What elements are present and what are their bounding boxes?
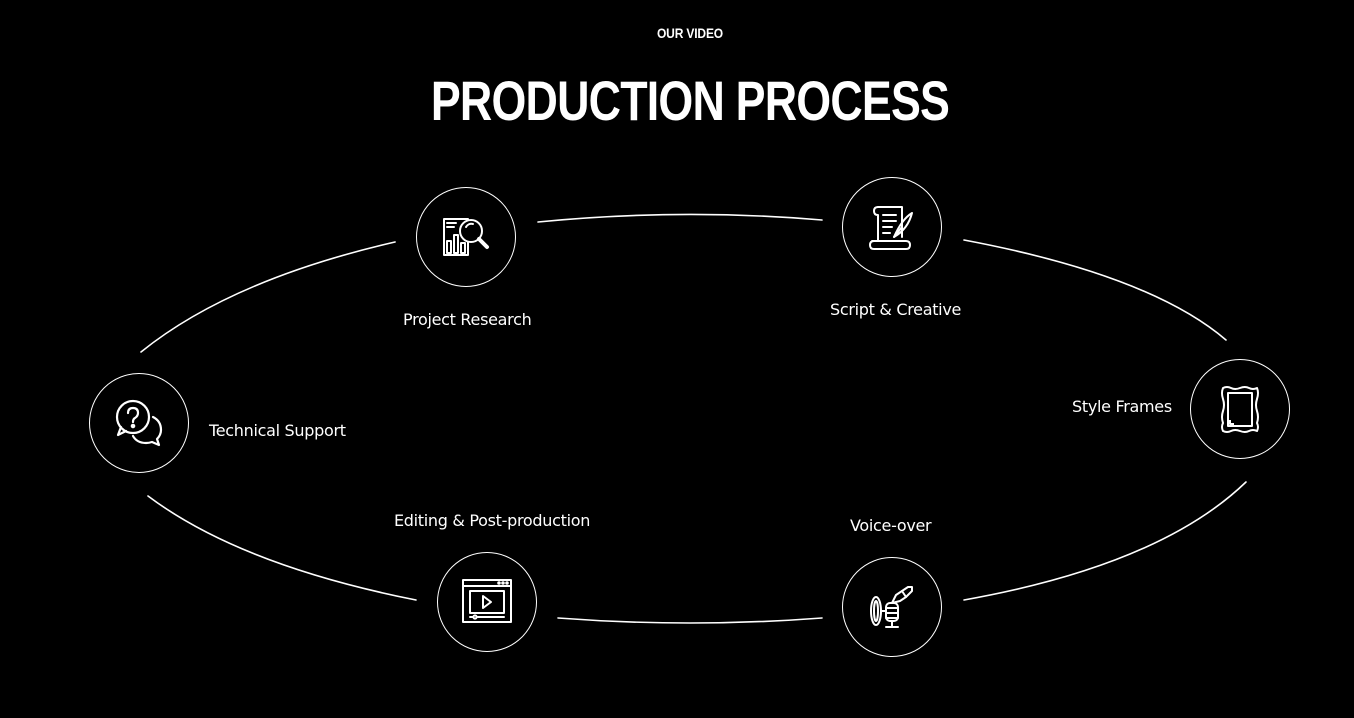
connector-editing-support — [147, 495, 417, 601]
step-node-editing-post-production[interactable] — [437, 552, 537, 652]
step-label-project-research: Project Research — [403, 310, 532, 329]
script-scroll-quill-icon — [869, 206, 913, 250]
connector-research-script — [537, 213, 823, 223]
microphone-icon — [870, 586, 913, 628]
step-label-technical-support: Technical Support — [209, 421, 346, 440]
page-title: PRODUCTION PROCESS — [430, 69, 950, 132]
step-node-project-research[interactable] — [416, 187, 516, 287]
section-eyebrow: OUR VIDEO — [656, 25, 724, 41]
question-chat-bubbles-icon — [115, 399, 163, 447]
connector-script-style — [963, 239, 1227, 341]
step-node-style-frames[interactable] — [1190, 359, 1290, 459]
step-label-script-creative: Script & Creative — [830, 300, 962, 319]
step-node-technical-support[interactable] — [89, 373, 189, 473]
connector-style-voice — [963, 481, 1247, 601]
connector-voice-editing — [557, 617, 823, 624]
connector-support-research — [140, 241, 396, 353]
step-node-script-creative[interactable] — [842, 177, 942, 277]
step-node-voice-over[interactable] — [842, 557, 942, 657]
step-label-style-frames: Style Frames — [1072, 397, 1172, 416]
step-label-voice-over: Voice-over — [850, 516, 932, 535]
picture-frame-icon — [1221, 386, 1259, 433]
video-player-window-icon — [462, 579, 512, 623]
research-chart-magnifier-icon — [443, 218, 489, 256]
step-label-editing-post-production: Editing & Post-production — [394, 511, 591, 530]
